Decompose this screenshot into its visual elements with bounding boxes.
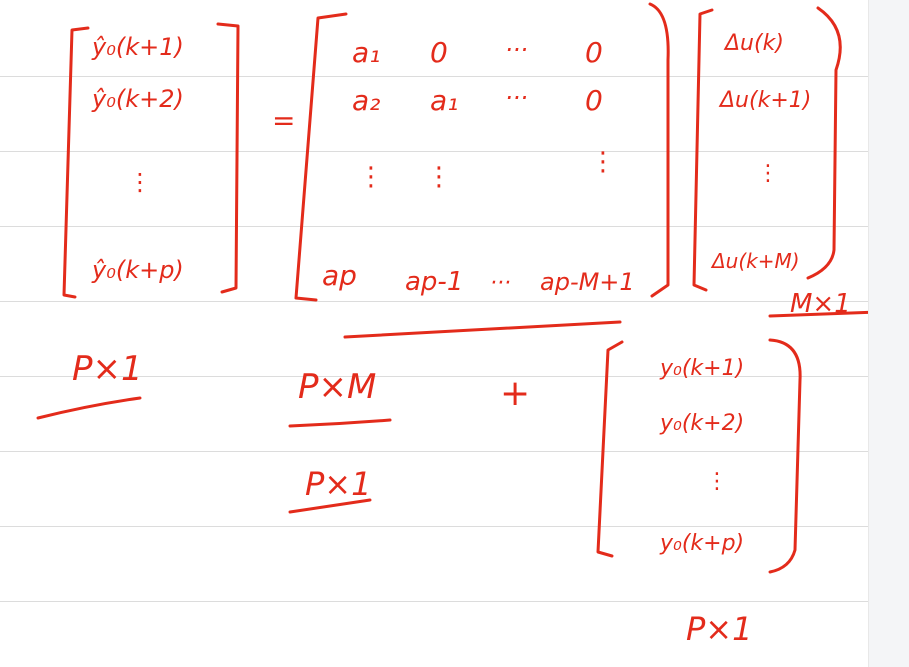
matrix-right-bracket [648, 2, 670, 298]
delta-entry: Δu(k+1) [718, 88, 811, 113]
free-entry: y₀(k+2) [659, 411, 744, 436]
fraction-bar [288, 418, 392, 428]
handwriting-layer: ŷ₀(k+1) ŷ₀(k+2) ⋮ ŷ₀(k+p) = a₁ 0 ··· 0 a… [36, 2, 868, 648]
delta-entry: Δu(k+M) [710, 249, 800, 273]
matrix-cell: ⋮ [590, 147, 616, 177]
free-entry: ⋮ [706, 469, 728, 494]
delta-entry: ⋮ [757, 161, 779, 186]
matrix-cell: 0 [430, 36, 448, 69]
matrix-cell: 0 [585, 36, 603, 69]
matrix-cell: a₁ [352, 36, 380, 69]
matrix-cell: ··· [505, 84, 528, 112]
delta-right-bracket [806, 6, 842, 280]
matrix-cell: ⋮ [426, 162, 452, 192]
ruled-line [0, 376, 868, 377]
matrix-dimension-label: P×M [298, 367, 376, 407]
delta-entry: Δu(k) [723, 31, 784, 56]
matrix-cell: ap-M+1 [540, 268, 635, 296]
free-right-bracket [768, 338, 802, 574]
ruled-line [0, 301, 868, 302]
lhs-left-bracket [62, 26, 90, 299]
free-entry: y₀(k+p) [659, 531, 744, 556]
matrix-cell: 0 [585, 84, 603, 117]
free-dimension-label: P×1 [686, 610, 752, 648]
free-entry: y₀(k+1) [659, 356, 744, 381]
free-left-bracket [596, 340, 624, 558]
lhs-dimension-label: P×1 [72, 349, 143, 389]
matrix-cell: ⋮ [358, 162, 384, 192]
lhs-entry: ŷ₀(k+p) [91, 256, 184, 284]
plus-sign: + [500, 373, 530, 414]
equals-sign: = [272, 104, 295, 137]
ruled-line [0, 451, 868, 452]
ruled-line [0, 226, 868, 227]
product-dimension-underline [288, 498, 372, 514]
matrix-cell: ap-1 [405, 267, 463, 297]
matrix-product-underline [343, 320, 622, 339]
ruled-line [0, 151, 868, 152]
delta-left-bracket [692, 8, 714, 292]
delta-dimension-underline [768, 310, 868, 318]
matrix-cell: a₂ [352, 84, 380, 117]
lhs-dimension-underline [36, 396, 142, 420]
matrix-cell: ··· [490, 271, 511, 296]
lhs-entry: ⋮ [128, 168, 152, 196]
scrollbar-track[interactable] [868, 0, 909, 667]
ruled-line [0, 76, 868, 77]
matrix-cell: a₁ [430, 84, 458, 117]
ruled-line [0, 601, 868, 602]
matrix-cell: ··· [505, 36, 528, 64]
lhs-entry: ŷ₀(k+2) [91, 85, 184, 113]
lhs-entry: ŷ₀(k+1) [91, 33, 184, 61]
matrix-cell: ap [322, 259, 357, 292]
ruled-line [0, 526, 868, 527]
product-dimension-label: P×1 [305, 465, 371, 503]
lhs-right-bracket [216, 22, 240, 294]
matrix-left-bracket [294, 12, 348, 302]
